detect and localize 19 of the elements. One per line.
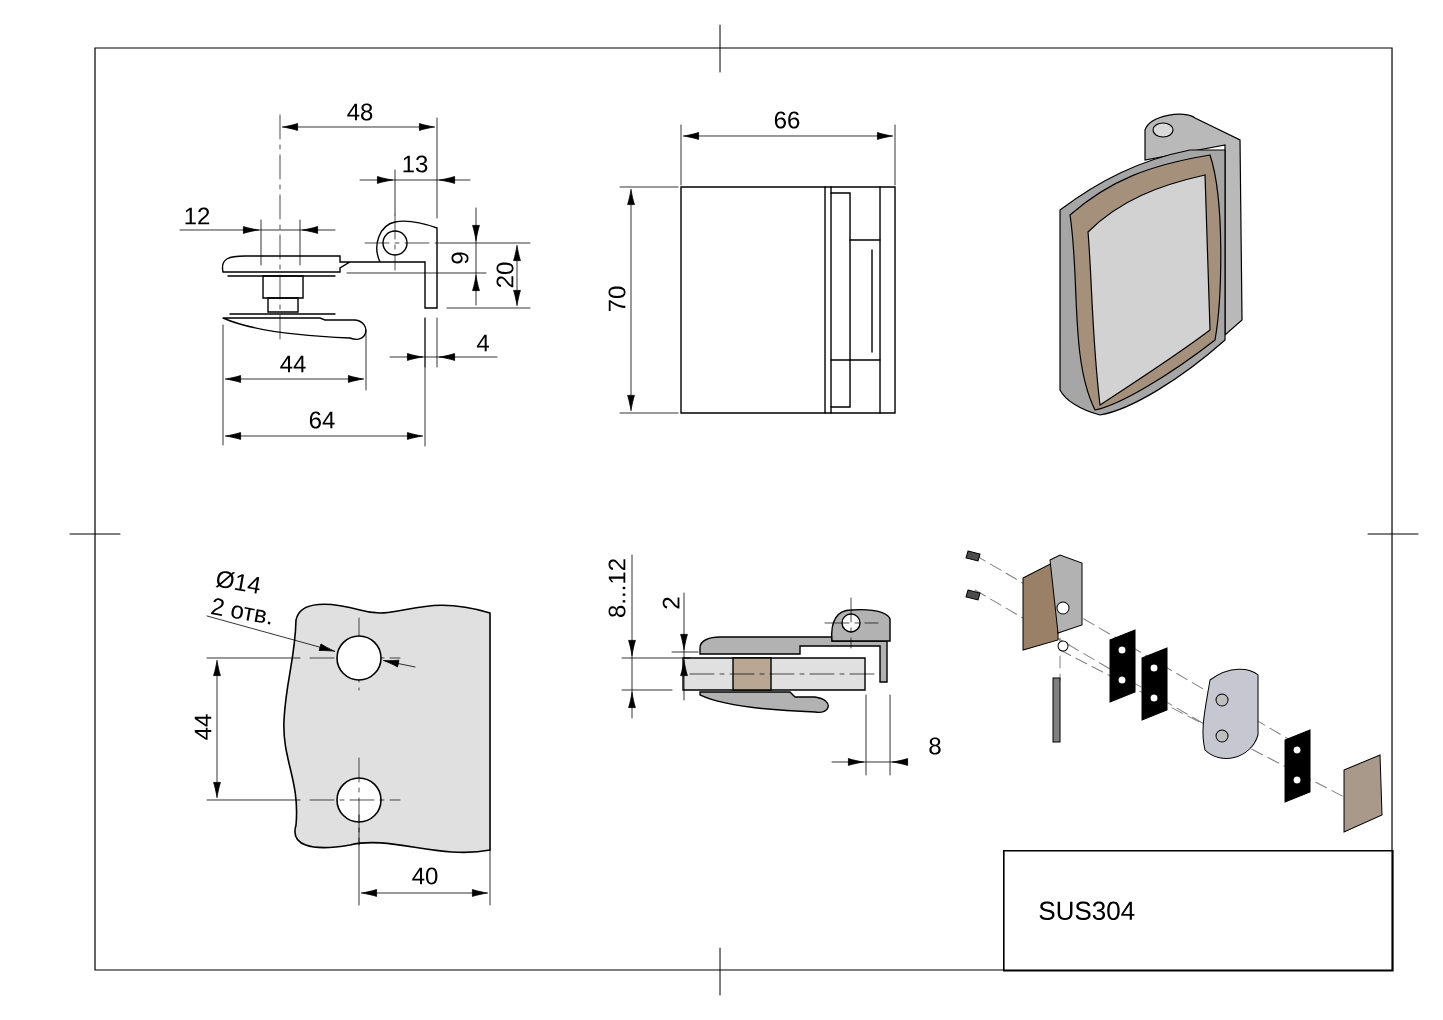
callout-text: Ø14 2 отв. xyxy=(211,571,271,625)
dimension-label: 9 xyxy=(451,252,469,264)
dimension-label: 8 xyxy=(929,737,941,755)
dimension-label: 64 xyxy=(309,411,335,429)
dimension-label: 8...12 xyxy=(608,559,626,617)
dimension-label: 44 xyxy=(194,714,212,740)
dimension-label: 2 xyxy=(662,597,680,609)
dimension-label: 13 xyxy=(403,155,428,173)
dimension-label: 4 xyxy=(476,334,489,352)
title-block: SUS304 xyxy=(1003,850,1394,972)
dimension-label: 40 xyxy=(412,867,438,885)
dimension-label: 20 xyxy=(496,262,514,288)
dimension-label: 66 xyxy=(774,111,800,129)
dimension-label: 44 xyxy=(280,355,306,373)
mounting-hole xyxy=(336,635,382,681)
leader-line xyxy=(206,615,335,652)
dimension-label: 12 xyxy=(185,207,210,225)
dimension-label: 48 xyxy=(347,103,373,121)
dimension-label: 70 xyxy=(608,286,626,312)
